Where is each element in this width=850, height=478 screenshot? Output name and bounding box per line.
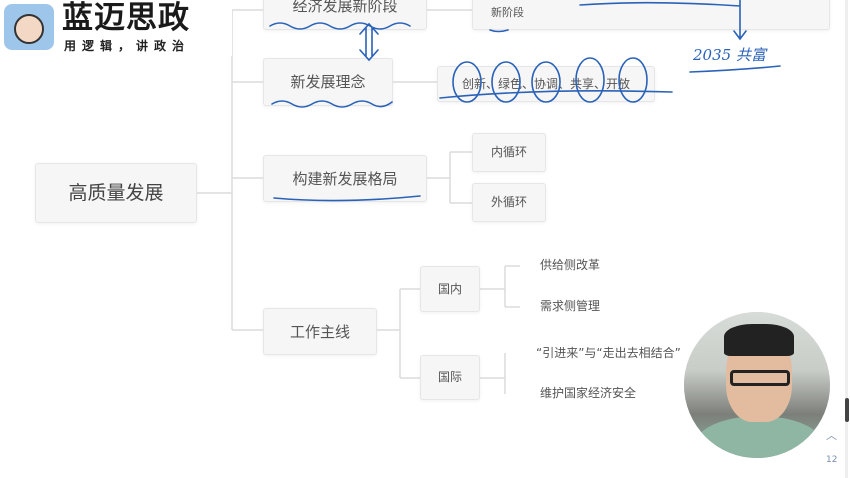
chevron-up-icon[interactable]: ︿ <box>826 429 837 442</box>
handwritten-note: 2035 共富 <box>693 46 766 64</box>
logo-slogan: 用逻辑，讲政治 <box>64 39 191 53</box>
leaf-bring-in-go-out[interactable]: “引进来”与“走出去相结合” <box>536 346 681 360</box>
branch-new-development-concept[interactable]: 新发展理念 <box>263 58 393 106</box>
presenter-webcam <box>684 312 830 458</box>
branch-label: 经济发展新阶段 <box>292 0 398 15</box>
leaf-economic-security[interactable]: 维护国家经济安全 <box>540 386 637 400</box>
detail-label: 新阶段 <box>491 5 524 19</box>
branch-new-stage[interactable]: 经济发展新阶段 <box>263 0 427 30</box>
logo-title: 蓝迈思政 <box>62 0 190 36</box>
leaf-demand-side-management[interactable]: 需求侧管理 <box>540 299 601 313</box>
scrollbar-thumb[interactable] <box>845 398 849 422</box>
new-stage-detail[interactable]: 新阶段 <box>472 0 830 30</box>
node-label: 内循环 <box>490 145 527 160</box>
branch-label: 新发展理念 <box>290 73 366 91</box>
node-internal-circulation[interactable]: 内循环 <box>472 133 546 172</box>
page-number: 12 <box>826 455 838 465</box>
node-label: 外循环 <box>490 195 527 210</box>
branch-label: 构建新发展格局 <box>292 169 398 188</box>
node-external-circulation[interactable]: 外循环 <box>472 183 546 222</box>
concept-detail[interactable]: 创新、绿色、协调、共享、开放 <box>437 66 655 102</box>
node-domestic[interactable]: 国内 <box>420 266 480 312</box>
node-label: 国际 <box>437 370 462 385</box>
branch-development-pattern[interactable]: 构建新发展格局 <box>263 155 427 202</box>
branch-work-mainline[interactable]: 工作主线 <box>263 308 377 355</box>
scrollbar-track[interactable] <box>845 0 848 478</box>
root-label: 高质量发展 <box>68 181 164 204</box>
brand-logo: 蓝迈思政 用逻辑，讲政治 <box>0 0 232 56</box>
root-node[interactable]: 高质量发展 <box>35 163 197 223</box>
node-international[interactable]: 国际 <box>420 355 480 400</box>
node-label: 国内 <box>437 281 462 296</box>
detail-label: 创新、绿色、协调、共享、开放 <box>461 76 630 91</box>
mascot-icon <box>4 4 54 50</box>
leaf-supply-side-reform[interactable]: 供给侧改革 <box>540 258 601 272</box>
branch-label: 工作主线 <box>289 322 350 341</box>
